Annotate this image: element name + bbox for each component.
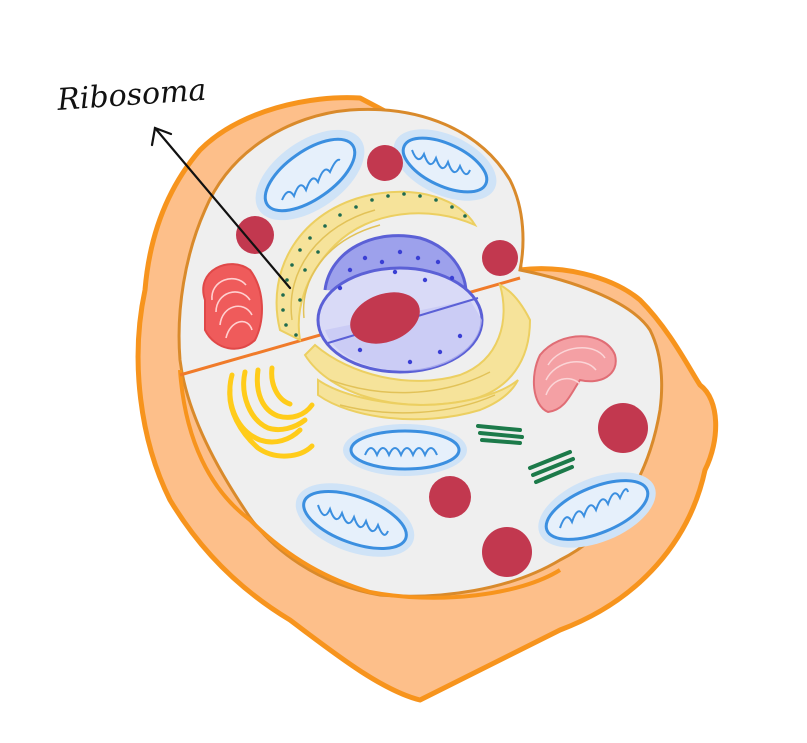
- ribosome-dots: [281, 192, 467, 337]
- lysosome: [367, 145, 403, 181]
- lysosome: [482, 240, 518, 276]
- lysosome: [429, 476, 471, 518]
- lysosome: [482, 527, 532, 577]
- mitochondrion-bottom-right: [538, 472, 656, 548]
- mitochondrion-top-left: [255, 129, 365, 221]
- cell-membrane-cut-edge: [178, 369, 562, 600]
- centriole: [528, 450, 575, 484]
- centriole: [476, 424, 524, 445]
- lysosome: [598, 403, 648, 453]
- mitochondrion-center: [343, 424, 467, 476]
- lysosome: [236, 216, 274, 254]
- nucleus: [316, 234, 484, 374]
- lysosomes: [236, 145, 648, 577]
- golgi-apparatus-red: [202, 263, 263, 350]
- ribosome-label-arrow: [150, 126, 292, 290]
- mitochondrion-top-right: [393, 129, 497, 201]
- ribosome-label: Ribosoma: [55, 73, 207, 118]
- golgi-apparatus-pink: [532, 335, 617, 414]
- er-lamella-lines: [290, 209, 496, 414]
- mitochondrion-bottom-left: [295, 483, 415, 557]
- golgi-apparatus-yellow: [227, 365, 315, 459]
- chromatin-dots: [337, 249, 463, 365]
- nucleolus: [350, 292, 420, 344]
